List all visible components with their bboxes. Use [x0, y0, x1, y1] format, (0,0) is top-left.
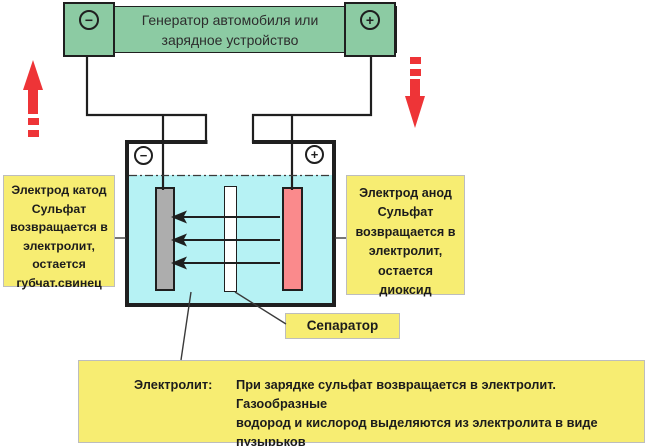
anode-label-box: Электрод анод Сульфат возвращается в эле… [346, 175, 465, 297]
separator-bar [224, 186, 237, 292]
separator-label-box: Сепаратор [285, 313, 400, 339]
battery-case-top-band [129, 144, 332, 175]
battery-minus-terminal-icon: − [134, 146, 153, 165]
generator-box: Генератор автомобиля или зарядное устрой… [63, 6, 397, 53]
electrolyte-note-box: Электролит: При зарядке сульфат возвраща… [78, 360, 645, 446]
plus-terminal-icon: + [360, 10, 380, 30]
electrolyte-note-label: Электролит: [134, 377, 213, 392]
cathode-electrode [155, 187, 175, 291]
anode-electrode [282, 187, 303, 291]
minus-terminal-icon: − [79, 10, 99, 30]
battery-plus-terminal-icon: + [305, 145, 324, 164]
generator-title: Генератор автомобиля или зарядное устрой… [141, 11, 319, 48]
generator-minus-terminal: − [63, 2, 115, 57]
charge-arrow-up-icon [23, 60, 43, 137]
charge-arrow-down-icon [405, 57, 425, 128]
generator-plus-terminal: + [344, 2, 396, 57]
electrolyte-note-text: При зарядке сульфат возвращается в элект… [236, 377, 598, 446]
cathode-label-box: Электрод катод Сульфат возвращается в эл… [3, 175, 115, 290]
